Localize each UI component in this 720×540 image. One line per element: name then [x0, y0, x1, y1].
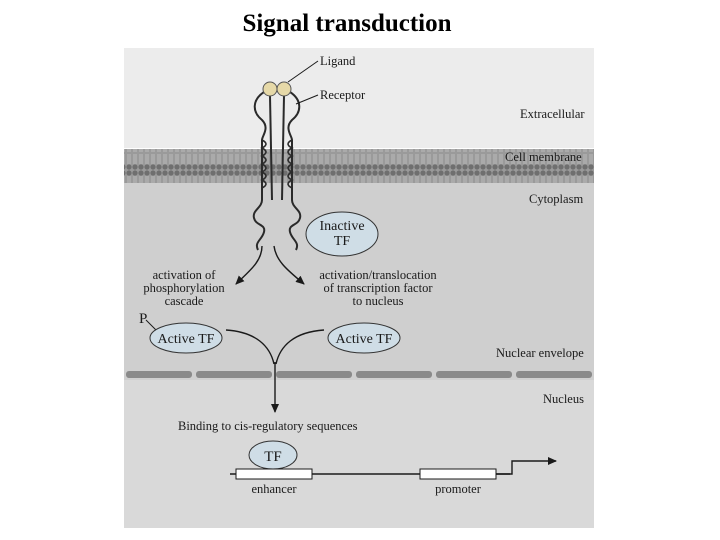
- phosphate-label: P: [139, 311, 147, 327]
- promoter-label: promoter: [435, 482, 482, 496]
- left-branch-arrow: [235, 245, 263, 285]
- active-tf-left-label: Active TF: [158, 332, 215, 347]
- converging-arrow-left: [225, 329, 275, 365]
- receptor-pointer-line: [295, 94, 319, 105]
- cytoplasm-label: Cytoplasm: [529, 192, 583, 206]
- promoter-box: [419, 468, 497, 480]
- ligand-pointer-line: [287, 60, 319, 83]
- inactive-tf-ellipse: [305, 211, 379, 257]
- right-path-line3: to nucleus: [352, 294, 403, 308]
- binding-label: Binding to cis-regulatory sequences: [178, 419, 358, 433]
- cell-membrane-label: Cell membrane: [505, 150, 582, 164]
- ligand-right-circle: [276, 81, 292, 97]
- active-tf-left-ellipse: [149, 322, 223, 354]
- nuclear-envelope-label: Nuclear envelope: [496, 346, 584, 360]
- active-tf-right-label: Active TF: [336, 332, 393, 347]
- enhancer-box: [235, 468, 313, 480]
- ligand-label: Ligand: [320, 54, 356, 68]
- page-title: Signal transduction: [242, 10, 452, 37]
- inactive-tf-line2: TF: [334, 234, 351, 249]
- receptor-label: Receptor: [320, 88, 366, 102]
- cell-membrane: [124, 149, 594, 183]
- receptor-transmembrane-coils: [260, 139, 294, 189]
- left-path-line1: activation of: [153, 268, 217, 282]
- right-path-line2: of transcription factor: [324, 281, 434, 295]
- converging-arrow-right: [275, 329, 325, 365]
- right-branch-arrow: [273, 245, 305, 285]
- transcription-start-arrow: [496, 457, 557, 475]
- nucleus-label: Nucleus: [543, 392, 584, 406]
- receptor: [252, 91, 302, 251]
- extracellular-region: [124, 48, 594, 148]
- nucleus-region: [124, 380, 594, 528]
- right-path-line1: activation/translocation: [319, 268, 437, 282]
- inactive-tf-line1: Inactive: [319, 219, 364, 234]
- nuclear-envelope: [124, 370, 594, 380]
- left-path-line2: phosphorylation: [143, 281, 225, 295]
- extracellular-label: Extracellular: [520, 107, 585, 121]
- enhancer-label: enhancer: [251, 482, 297, 496]
- left-path-line3: cascade: [165, 294, 204, 308]
- tf-bound-label: TF: [264, 449, 282, 465]
- phosphate-line: [145, 319, 157, 331]
- ligand-left-circle: [262, 81, 278, 97]
- active-tf-right-ellipse: [327, 322, 401, 354]
